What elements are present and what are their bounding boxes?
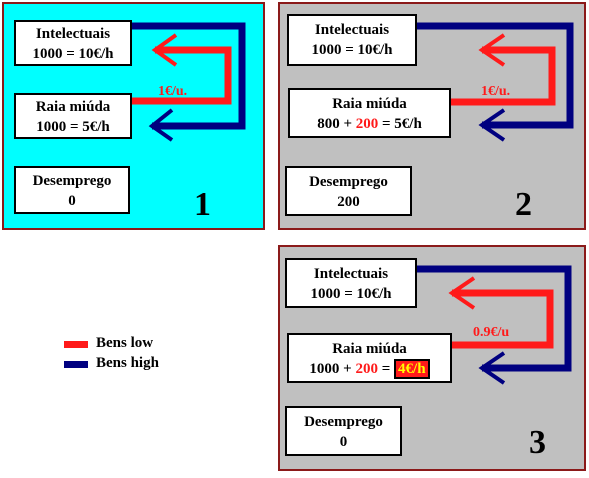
panel-1-raia-box: Raia miúda 1000 = 5€/h — [14, 93, 132, 139]
panel-1-low-flow — [130, 33, 232, 105]
desemprego-value: 0 — [339, 434, 348, 450]
intelectuais-title: Intelectuais — [313, 266, 389, 282]
raia-wage-highlight: 4€/h — [394, 359, 430, 379]
desemprego-title: Desemprego — [309, 174, 388, 190]
intelectuais-title: Intelectuais — [314, 22, 390, 38]
intelectuais-line: 1000 = 10€/h — [310, 286, 392, 302]
desemprego-value: 0 — [68, 193, 76, 209]
panel-1-high-flow — [130, 22, 246, 142]
raia-line: 800 + 200 = 5€/h — [317, 116, 422, 132]
intelectuais-line: 1000 = 10€/h — [311, 42, 393, 58]
panel-3-desemprego-box: Desemprego 0 — [285, 406, 402, 456]
legend-high-swatch — [64, 361, 88, 368]
panel-3-number: 3 — [529, 424, 546, 461]
panel-3-high-flow — [417, 265, 572, 385]
panel-1-intelectuais-box: Intelectuais 1000 = 10€/h — [14, 20, 132, 66]
panel-3-intelectuais-box: Intelectuais 1000 = 10€/h — [285, 258, 417, 308]
raia-title: Raia miúda — [35, 99, 111, 115]
panel-3-low-flow — [448, 276, 554, 349]
panel-1-number: 1 — [194, 186, 211, 223]
panel-2-desemprego-box: Desemprego 200 — [285, 166, 412, 216]
panel-3-rate-label: 0.9€/u — [473, 325, 510, 340]
raia-title: Raia miúda — [332, 341, 407, 357]
panel-2-intelectuais-box: Intelectuais 1000 = 10€/h — [287, 14, 417, 66]
intelectuais-line: 1000 = 10€/h — [32, 46, 114, 62]
raia-line: 1000 = 5€/h — [36, 119, 110, 135]
desemprego-title: Desemprego — [32, 173, 112, 189]
raia-title: Raia miúda — [332, 96, 407, 112]
legend-low-label: Bens low — [96, 335, 154, 351]
legend-high-label: Bens high — [96, 355, 159, 371]
desemprego-title: Desemprego — [304, 414, 383, 430]
raia-line: 1000 + 200 = 4€/h — [289, 359, 450, 379]
panel-2-low-flow — [450, 33, 556, 106]
panel-1-desemprego-box: Desemprego 0 — [14, 166, 130, 214]
legend-low-swatch — [64, 341, 88, 348]
panel-2-high-flow — [417, 22, 574, 142]
panel-2-raia-box: Raia miúda 800 + 200 = 5€/h — [288, 88, 451, 138]
panel-2-number: 2 — [515, 186, 532, 223]
panel-3-raia-box: Raia miúda 1000 + 200 = 4€/h — [287, 333, 452, 383]
desemprego-value: 200 — [337, 194, 360, 210]
panel-2-rate-label: 1€/u. — [481, 84, 511, 99]
panel-1-rate-label: 1€/u. — [158, 84, 188, 99]
intelectuais-title: Intelectuais — [35, 26, 111, 42]
